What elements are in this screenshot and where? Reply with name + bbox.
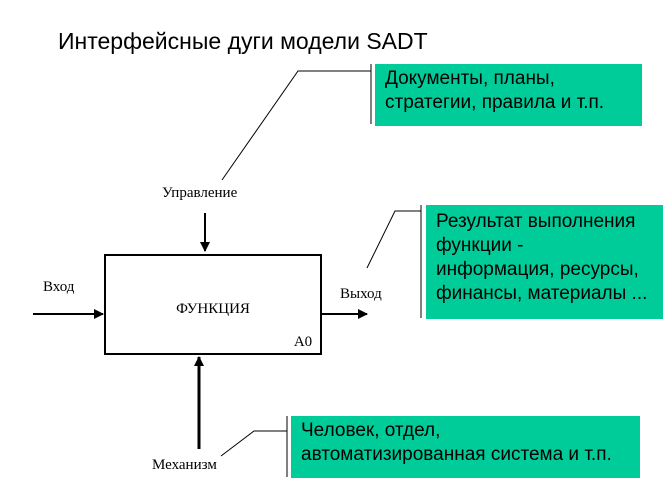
mechanism-note: Человек, отдел, автоматизированная систе… [291, 416, 640, 478]
function-code: A0 [294, 334, 312, 350]
page-title: Интерфейсные дуги модели SADT [58, 28, 428, 54]
control-label: Управление [162, 185, 238, 201]
mechanism-label: Механизм [152, 457, 217, 473]
control-callout-line [221, 70, 371, 181]
output-note-line: финансы, материалы ... [436, 283, 648, 304]
output-note: Результат выполнения функции - информаци… [426, 205, 663, 319]
output-note-line: информация, ресурсы, [436, 259, 639, 280]
control-note-line: стратегии, правила и т.п. [385, 92, 605, 113]
output-label: Выход [340, 286, 382, 302]
output-note-line: функции - [436, 235, 524, 256]
output-note-line: Результат выполнения [436, 211, 636, 232]
mechanism-note-line: автоматизированная система и т.п. [301, 444, 612, 465]
mechanism-note-line: Человек, отдел, [301, 420, 441, 441]
function-box [104, 254, 322, 355]
mechanism-callout-line [220, 430, 287, 457]
output-callout-line [366, 210, 421, 269]
control-note: Документы, планы, стратегии, правила и т… [375, 64, 642, 126]
input-label: Вход [43, 279, 75, 295]
control-note-line: Документы, планы, [385, 68, 555, 89]
function-label: ФУНКЦИЯ [176, 301, 250, 317]
